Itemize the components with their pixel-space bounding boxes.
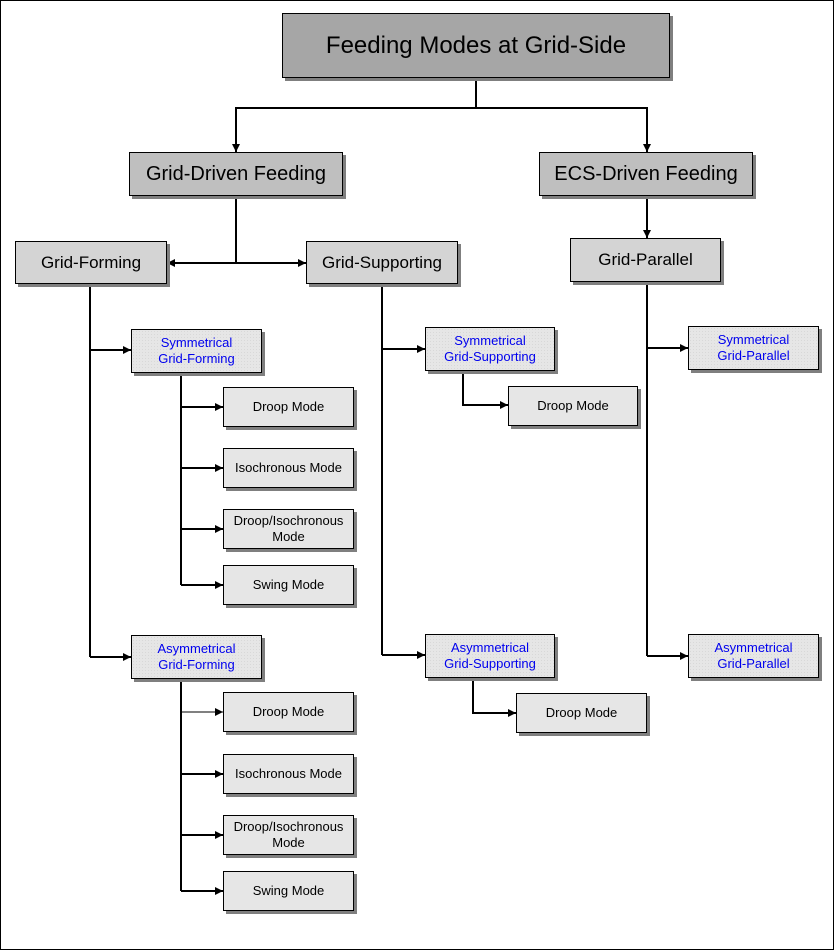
symmetrical-grid-parallel-node: Symmetrical Grid-Parallel [688,326,819,370]
sym-supporting-label: Symmetrical Grid-Supporting [444,333,536,364]
asym-forming-droop-mode-node: Droop Mode [223,692,354,732]
grid-driven-label: Grid-Driven Feeding [145,162,327,185]
asymmetrical-grid-forming-node: Asymmetrical Grid-Forming [131,635,262,679]
mode-label: Droop Mode [545,705,618,720]
asym-forming-isochronous-mode-node: Isochronous Mode [223,754,354,794]
asym-parallel-label: Asymmetrical Grid-Parallel [714,640,793,671]
mode-label: Droop/Isochronous Mode [233,819,344,850]
grid-driven-feeding-node: Grid-Driven Feeding [129,152,343,196]
asym-supporting-droop-mode-node: Droop Mode [516,693,647,733]
mode-label: Isochronous Mode [235,460,342,475]
ecs-driven-label: ECS-Driven Feeding [554,162,738,185]
mode-label: Droop Mode [252,399,325,414]
mode-label: Swing Mode [252,883,325,898]
sym-forming-swing-mode-node: Swing Mode [223,565,354,605]
sym-forming-label: Symmetrical Grid-Forming [158,335,235,366]
grid-supporting-node: Grid-Supporting [306,241,458,284]
mode-label: Droop/Isochronous Mode [233,513,344,544]
asymmetrical-grid-supporting-node: Asymmetrical Grid-Supporting [425,634,555,678]
sym-forming-droop-mode-node: Droop Mode [223,387,354,427]
mode-label: Droop Mode [537,398,609,413]
grid-forming-label: Grid-Forming [40,252,142,272]
connector-sym-supporting-droop [462,371,508,409]
asymmetrical-grid-parallel-node: Asymmetrical Grid-Parallel [688,634,819,678]
asym-supporting-label: Asymmetrical Grid-Supporting [444,640,536,671]
asym-forming-droop-isochronous-mode-node: Droop/Isochronous Mode [223,815,354,855]
sym-forming-droop-isochronous-mode-node: Droop/Isochronous Mode [223,509,354,549]
grid-parallel-node: Grid-Parallel [570,238,721,282]
connector-root-to-ecs-driven [476,107,651,152]
feeding-modes-root-node: Feeding Modes at Grid-Side [282,13,670,78]
asym-forming-swing-mode-node: Swing Mode [223,871,354,911]
symmetrical-grid-supporting-node: Symmetrical Grid-Supporting [425,327,555,371]
root-node-label: Feeding Modes at Grid-Side [325,31,627,59]
asym-forming-label: Asymmetrical Grid-Forming [157,641,236,672]
sym-parallel-label: Symmetrical Grid-Parallel [717,332,790,363]
connector-grid-driven-to-forming [167,196,237,267]
grid-forming-node: Grid-Forming [15,241,167,284]
connector-root-to-grid-driven [232,78,477,152]
grid-supporting-label: Grid-Supporting [321,252,442,272]
ecs-driven-feeding-node: ECS-Driven Feeding [539,152,753,196]
grid-parallel-label: Grid-Parallel [598,250,693,269]
sym-supporting-droop-mode-node: Droop Mode [508,386,638,426]
mode-label: Droop Mode [252,704,325,719]
mode-label: Isochronous Mode [235,766,342,781]
sym-forming-isochronous-mode-node: Isochronous Mode [223,448,354,488]
connector-asym-supporting-droop [472,678,516,717]
symmetrical-grid-forming-node: Symmetrical Grid-Forming [131,329,262,373]
mode-label: Swing Mode [252,577,325,592]
